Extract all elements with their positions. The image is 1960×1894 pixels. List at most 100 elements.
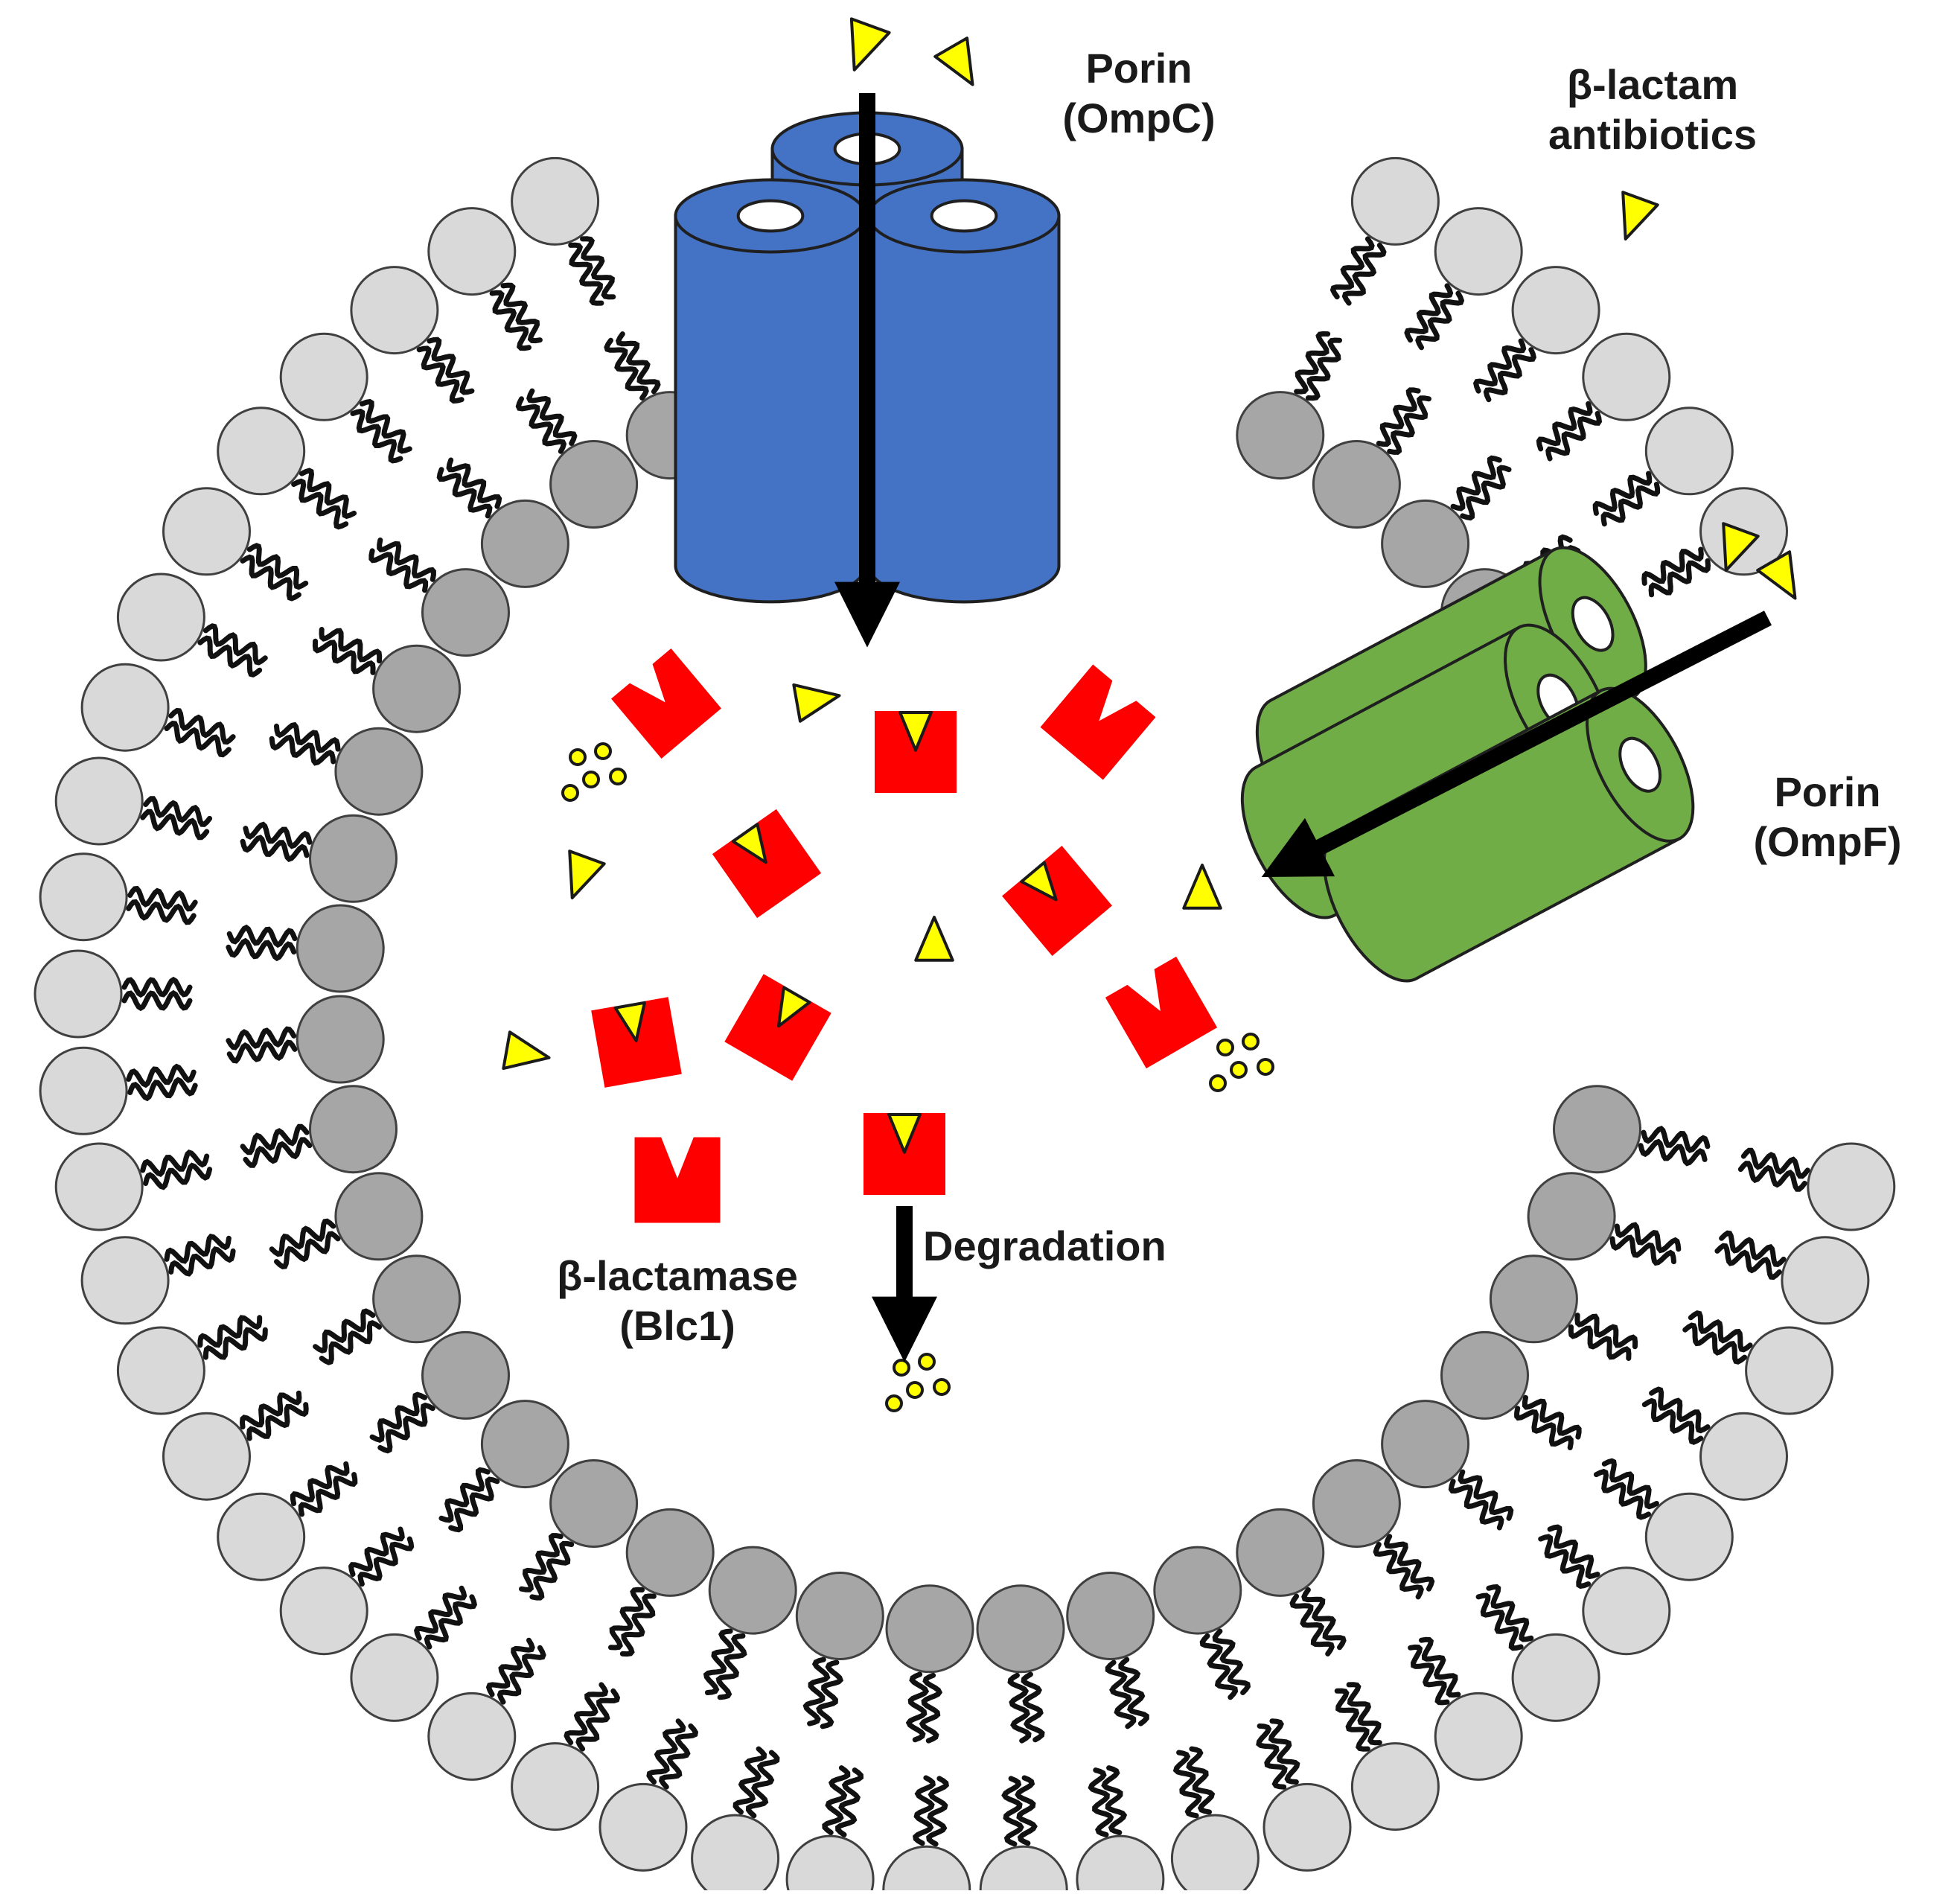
outer-lipid-head [1170, 1814, 1260, 1894]
lipid-tail [226, 1026, 297, 1050]
fragment-dot [1257, 1058, 1274, 1076]
lipid-tail [1638, 1138, 1708, 1167]
lipid-tail [1737, 1161, 1807, 1192]
lipid-tail [140, 1150, 210, 1178]
outer-lipid-head [279, 332, 368, 421]
bound-antibiotic-icon [777, 986, 811, 1028]
fragment-dot [906, 1381, 924, 1399]
porin-ompc-label-line1: Porin [1085, 45, 1193, 92]
lipid-tail [1294, 331, 1331, 395]
antibiotic-triangle-icon [1722, 522, 1760, 573]
beta-lactamase-label: β-lactamase (Blc1) [506, 1251, 849, 1351]
lipid-tail [427, 337, 475, 395]
beta-lactam-label-line1: β-lactam [1566, 61, 1739, 108]
inner-lipid-head [309, 814, 398, 903]
lipid-tail [1101, 1765, 1128, 1835]
lipid-tail [604, 337, 649, 401]
outer-lipid-head [1781, 1236, 1870, 1325]
lipid-tail [274, 1231, 341, 1270]
porin-ompc-label-line2: (OmpC) [1062, 95, 1216, 142]
lipid-tail [438, 1467, 491, 1523]
lipid-tail [1460, 465, 1512, 521]
inner-lipid-head [372, 1254, 462, 1344]
outer-lipid-head [1076, 1834, 1165, 1894]
beta-lactamase-enzyme-icon [1040, 664, 1156, 780]
lipid-tail [240, 835, 310, 863]
outer-lipid-head [1262, 1782, 1352, 1872]
lipid-tail [313, 1308, 376, 1353]
fragment-dot [933, 1378, 951, 1396]
enzyme-body [1002, 846, 1112, 956]
lipid-tail [1522, 1394, 1582, 1440]
lipid-tail [608, 1587, 645, 1651]
lipid-tail [202, 623, 268, 666]
outer-lipid-head [217, 1492, 306, 1581]
lipid-tail [1105, 1659, 1137, 1729]
lipid-tail [529, 1540, 575, 1601]
lipid-tail [226, 1039, 298, 1064]
outer-lipid-head [116, 1326, 205, 1415]
enzyme-body [1040, 664, 1156, 780]
lipid-tail [299, 468, 357, 520]
lipid-tail [1614, 1222, 1682, 1254]
beta-lactamase-enzyme-icon [1002, 846, 1112, 956]
lipid-tail [164, 1234, 232, 1264]
lipid-tail [926, 1776, 949, 1847]
beta-lactamase-label-line2: (Blc1) [619, 1302, 735, 1350]
pore-opening [736, 199, 805, 233]
lipid-tail [369, 1391, 427, 1443]
porin-ompf-label-line2: (OmpF) [1753, 818, 1902, 866]
lipid-tail [919, 1672, 943, 1744]
lipid-tail [226, 937, 297, 962]
outer-lipid-head [217, 406, 306, 496]
lipid-tail [1592, 471, 1653, 516]
outer-lipid-head [39, 1046, 128, 1135]
beta-lactamase-enzyme-icon [611, 648, 721, 759]
fragment-dot [893, 1359, 910, 1377]
lipid-tail [1376, 387, 1421, 447]
lipid-tail [298, 1472, 358, 1517]
lipid-tail [745, 1750, 780, 1819]
lipid-tail [239, 1390, 302, 1430]
inner-leaflet [296, 391, 1641, 1674]
antibiotic-triangle-icon [914, 916, 954, 962]
lipid-tail [319, 1320, 382, 1365]
lipid-tail [197, 635, 263, 678]
inner-lipid-head [1527, 1172, 1616, 1261]
enzyme-body [611, 648, 721, 759]
lipid-tail [1419, 1636, 1461, 1698]
lipid-tail [1334, 1688, 1370, 1752]
antibiotic-triangle-icon [849, 17, 891, 71]
lipid-tail [312, 638, 376, 675]
outer-lipid-head [1807, 1142, 1896, 1231]
lipid-tail [140, 809, 210, 841]
outer-lipid-head [39, 852, 128, 942]
lipid-tail [616, 331, 661, 395]
lipid-tail [715, 1633, 747, 1700]
fragment-dot [1230, 1061, 1248, 1079]
outer-lipid-head [427, 207, 517, 296]
ompf-influx-arrow [1261, 610, 1772, 878]
lipid-tail [274, 721, 341, 753]
beta-lactamase-enzyme-icon [712, 809, 822, 919]
degradation-label-text: Degradation [923, 1222, 1166, 1269]
lipid-tail [368, 548, 429, 593]
lipid-tail [246, 543, 309, 590]
outer-lipid-head [162, 1412, 251, 1501]
lipid-tail [424, 1594, 478, 1650]
lipid-tail [1514, 1406, 1574, 1450]
vesicle-lumen [502, 17, 1797, 1412]
lipid-tail [246, 1402, 309, 1441]
lipid-tail [446, 457, 502, 509]
antibiotic-triangle-icon [568, 849, 606, 900]
lipid-tail [500, 282, 543, 344]
lipid-tail [822, 1765, 851, 1835]
lipid-tail [121, 976, 193, 998]
lipid-tail [1641, 546, 1704, 586]
lipid-tail [143, 1162, 213, 1190]
fragment-dot [885, 1394, 903, 1412]
lipid-tail [416, 345, 465, 404]
lipid-tail [913, 1775, 936, 1846]
pore-opening [1618, 736, 1662, 793]
